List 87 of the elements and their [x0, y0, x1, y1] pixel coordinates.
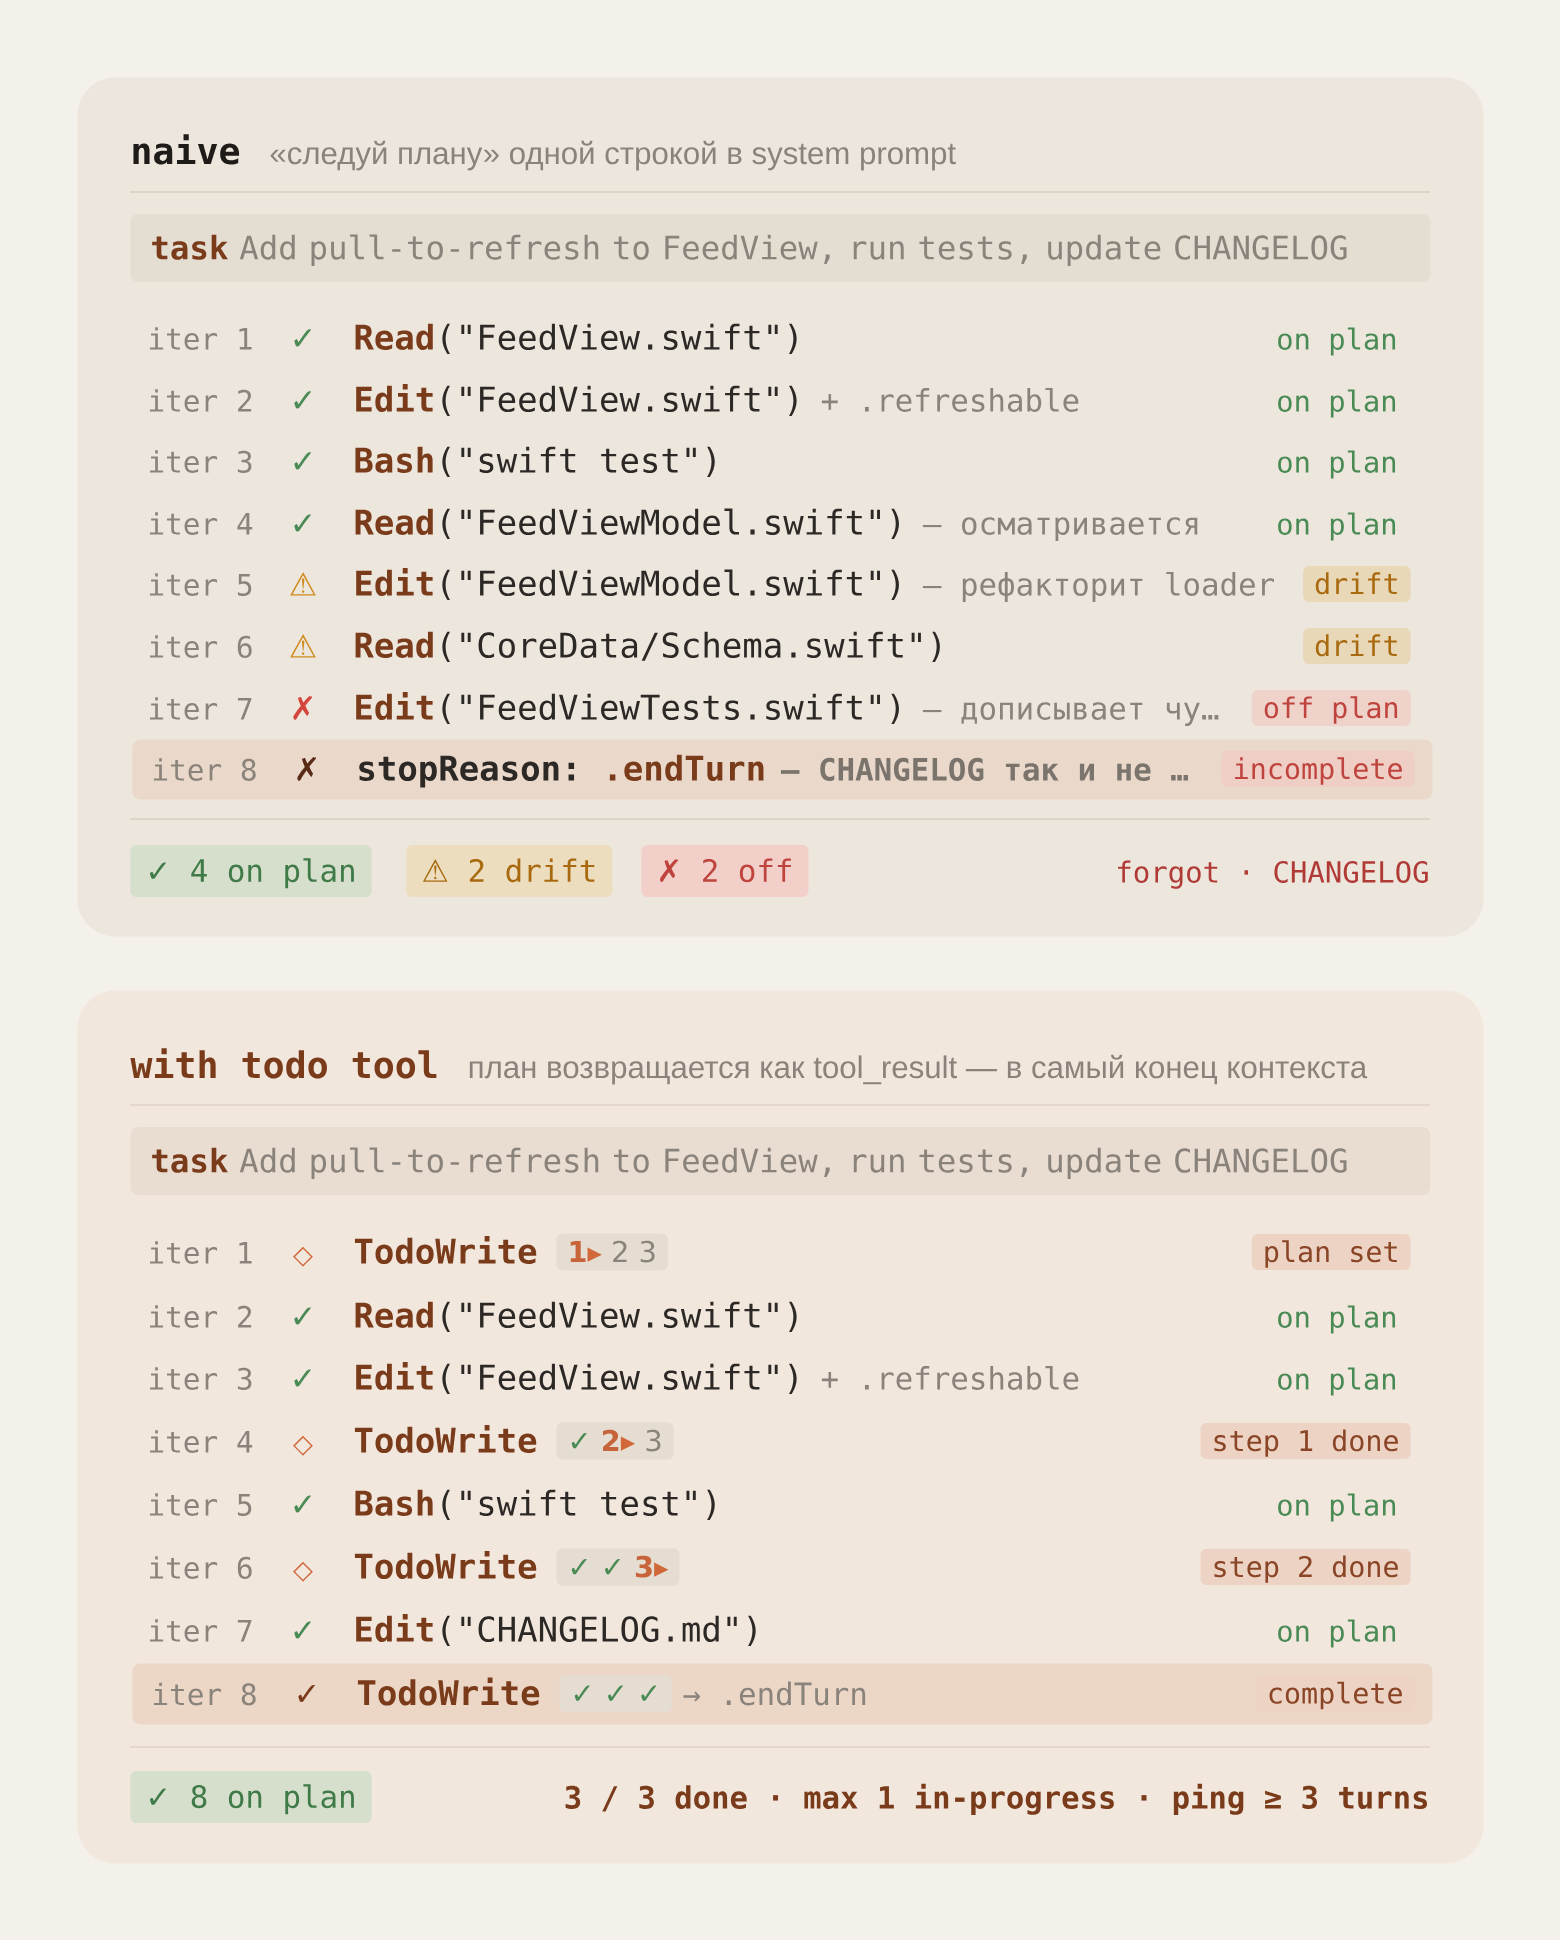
count-badge: ✓ 4 on plan [130, 845, 372, 897]
task-box: task Add pull-to-refresh to FeedView, run tests, update CHANGELOG [130, 214, 1431, 282]
iteration-label: iter 6 [149, 1556, 252, 1579]
iteration-label: iter 7 [149, 1619, 252, 1642]
tool-call: Edit("FeedView.swift") [356, 1361, 797, 1394]
status-mark: ✓ [294, 1307, 311, 1325]
tool-call: Edit("FeedViewModel.swift") [356, 567, 899, 600]
tool-call: stopReason: [359, 755, 575, 788]
status-label: on plan [1278, 1367, 1396, 1396]
tool-call: Read("FeedView.swift") [355, 323, 797, 354]
status-badge: complete [1255, 1675, 1415, 1712]
comment: + .refreshable [821, 387, 1079, 412]
status-mark: ✓ [298, 1684, 315, 1702]
status-mark: ✓ [294, 514, 311, 532]
status-badge: drift [1303, 628, 1411, 664]
tool-call: Read("CoreData/Schema.swift") [355, 631, 940, 662]
iteration-label: iter 8 [153, 1682, 256, 1706]
status-label: on plan [1278, 1305, 1396, 1334]
tool-call: Edit("CHANGELOG.md") [356, 1613, 756, 1646]
tool-call: TodoWrite [354, 1424, 537, 1453]
status-mark: ◇ [293, 1435, 313, 1456]
tool-call: TodoWrite [357, 1677, 540, 1706]
status-mark: ✓ [294, 1495, 311, 1513]
iteration-label: iter 8 [153, 758, 256, 781]
status-badge: incomplete [1221, 751, 1415, 787]
status-badge: plan set [1251, 1234, 1411, 1270]
comment: — дописывает чу… [922, 702, 1219, 726]
status-mark: ◇ [293, 1561, 313, 1582]
status-mark: ✓ [294, 452, 311, 470]
panel-subtitle: «следуй плану» одной строкой в system prompt [270, 140, 956, 171]
status-mark: ✓ [294, 1621, 311, 1639]
count-badge: ⚠ 2 drift [406, 845, 613, 897]
status-label: on plan [1278, 327, 1396, 356]
status-label: on plan [1278, 1493, 1396, 1522]
tool-call: TodoWrite [354, 1550, 537, 1579]
progress-chip: 1▸ 2 3 [556, 1233, 668, 1271]
status-mark: ✓ [294, 1369, 311, 1387]
iteration-label: iter 3 [149, 1367, 252, 1390]
tool-call: Read("FeedView.swift") [355, 1301, 797, 1332]
iteration-label: iter 6 [149, 635, 252, 658]
status-mark: ✗ [297, 757, 316, 781]
progress-chip: ✓ ✓ ✓ [559, 1675, 673, 1712]
comment: — CHANGELOG так и не … [780, 757, 1188, 781]
tool-call: Bash("swift test") [355, 1489, 715, 1520]
summary-note: forgot · CHANGELOG [1118, 860, 1428, 889]
panel-subtitle: план возвращается как tool_result — в самый конец контекста [469, 1054, 1368, 1085]
iteration-label: iter 1 [149, 327, 252, 350]
status-badge: drift [1303, 566, 1411, 602]
panel-title: naive [133, 134, 240, 165]
comment: → .endTurn [683, 1681, 866, 1706]
comment: — осматривается [922, 517, 1198, 541]
status-label: on plan [1278, 1619, 1396, 1648]
status-mark: ⚠ [290, 634, 316, 658]
status-badge: step 1 done [1200, 1423, 1411, 1459]
tool-call: .endTurn [609, 754, 764, 781]
tool-call: TodoWrite [354, 1235, 537, 1264]
iteration-label: iter 2 [149, 389, 252, 412]
tool-call: Read("FeedViewModel.swift") [355, 508, 899, 539]
status-label: on plan [1278, 450, 1396, 479]
summary-note: 3 / 3 done · max 1 in-progress · ping ≥ 3 turns [565, 1783, 1428, 1815]
iteration-label: iter 2 [149, 1305, 252, 1328]
status-mark: ⚠ [290, 572, 316, 596]
count-badge: ✓ 8 on plan [130, 1771, 372, 1823]
iteration-label: iter 4 [149, 512, 253, 535]
status-badge: step 2 done [1200, 1549, 1411, 1585]
progress-chip: ✓ ✓ 3▸ [556, 1548, 680, 1586]
status-badge: off plan [1251, 690, 1411, 726]
iteration-label: iter 4 [149, 1430, 253, 1453]
status-mark: ◇ [293, 1246, 313, 1267]
iteration-label: iter 5 [149, 1493, 252, 1516]
status-mark: ✓ [294, 329, 311, 347]
tool-call: Edit("FeedViewTests.swift") [356, 691, 899, 724]
progress-chip: ✓ 2▸ 3 [556, 1422, 674, 1460]
status-mark: ✗ [293, 696, 312, 720]
tool-call: Bash("swift test") [355, 446, 715, 477]
status-mark: ✓ [294, 391, 311, 409]
tool-call: Edit("FeedView.swift") [356, 383, 797, 416]
iteration-label: iter 1 [149, 1241, 252, 1264]
status-label: on plan [1278, 389, 1396, 418]
task-box: task Add pull-to-refresh to FeedView, run tests, update CHANGELOG [130, 1127, 1431, 1195]
comment: — рефакторит loader [922, 571, 1274, 602]
panel-title: with todo tool [130, 1048, 437, 1079]
iteration-label: iter 3 [149, 450, 252, 473]
count-badge: ✗ 2 off [641, 845, 809, 897]
iteration-label: iter 7 [149, 697, 252, 720]
comment: + .refreshable [821, 1365, 1079, 1390]
iteration-label: iter 5 [149, 573, 252, 596]
